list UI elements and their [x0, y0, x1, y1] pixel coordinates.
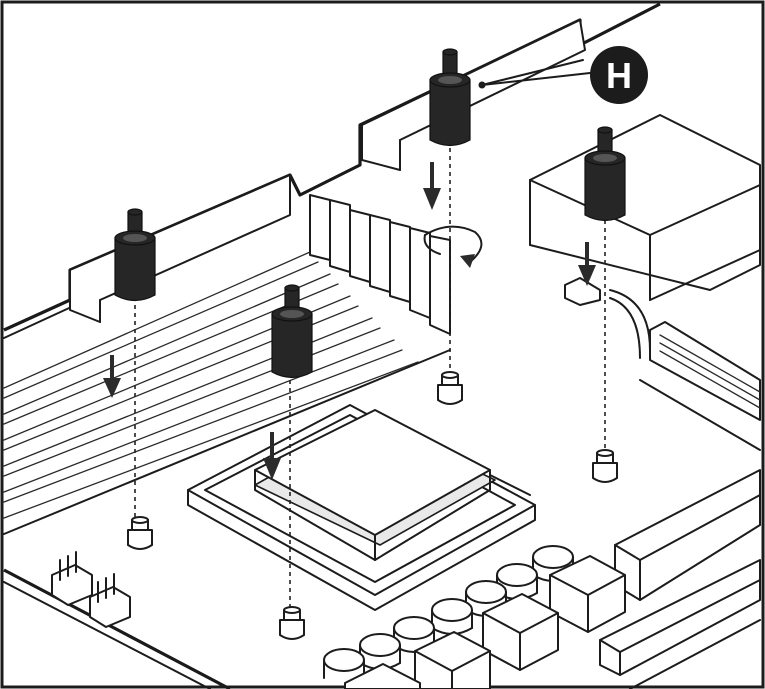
- power-connector: [614, 469, 761, 601]
- inductors: [344, 555, 626, 689]
- memory-slot-latches: [309, 194, 451, 335]
- down-arrow-top: [423, 162, 441, 210]
- cpu-socket: [187, 404, 536, 611]
- alignment-guides: [134, 148, 606, 610]
- mount-hole-right: [592, 449, 618, 483]
- down-arrow-center: [263, 432, 281, 480]
- chipset-block: [529, 114, 761, 301]
- callout-badge: H: [590, 46, 648, 104]
- mount-hole-top: [437, 371, 463, 405]
- expansion-slot: [639, 321, 761, 451]
- fan-headers: [51, 551, 131, 628]
- standoff-right: [584, 126, 626, 222]
- standoff-top: [429, 48, 471, 147]
- lower-right-slot: [599, 559, 761, 689]
- callout-letter: H: [606, 55, 632, 96]
- rear-io-block-left: [69, 174, 291, 323]
- rotate-arrow-icon: [423, 225, 483, 268]
- down-arrow-left: [103, 355, 121, 398]
- callout-leaders: [478, 59, 591, 89]
- mount-hole-center: [279, 606, 305, 640]
- standoff-center: [271, 284, 313, 379]
- rear-io-block-top: [361, 19, 586, 171]
- screw-mount-holes: [127, 371, 618, 640]
- cable: [564, 277, 651, 359]
- down-arrow-right: [578, 242, 596, 286]
- standoff-left: [114, 208, 156, 302]
- mount-hole-left: [127, 516, 153, 550]
